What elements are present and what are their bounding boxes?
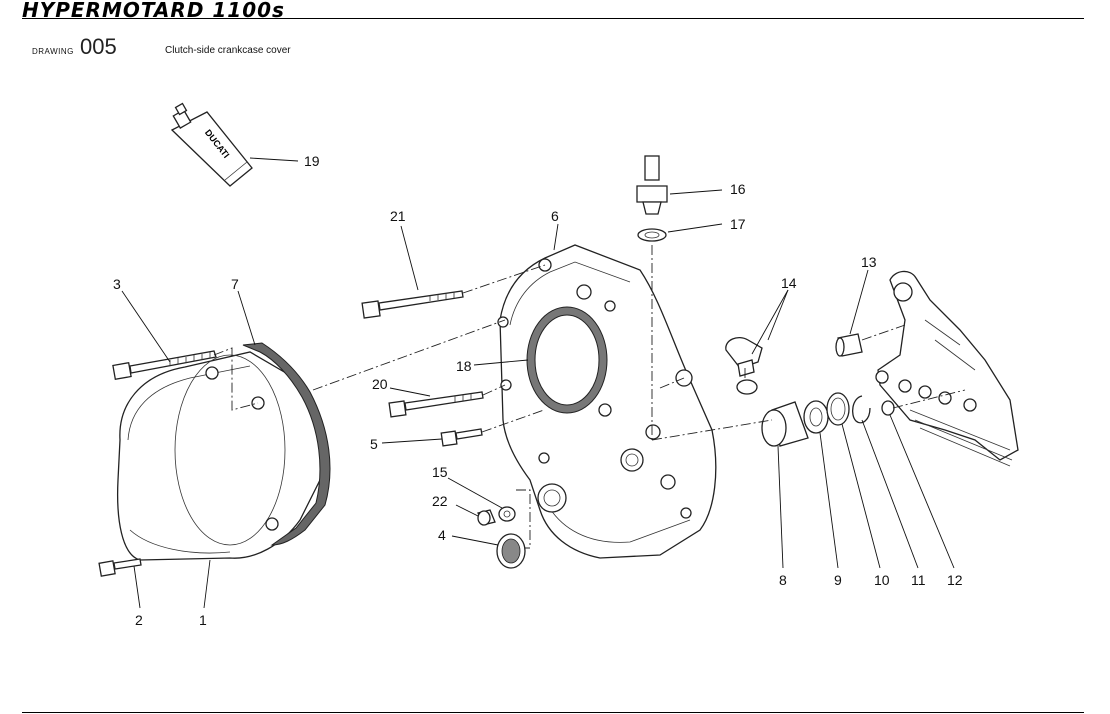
title-rule <box>22 18 1084 19</box>
circlip-11-part <box>851 395 871 424</box>
ring-10-part <box>826 392 850 426</box>
callout-10: 10 <box>874 572 890 588</box>
screw-22-part <box>477 509 496 526</box>
washer-15-part <box>498 506 516 522</box>
leader-lines <box>121 189 955 609</box>
grease-tube-part: DUCATI <box>170 102 253 187</box>
model-title: HYPERMOTARD 1100s <box>22 0 285 22</box>
callout-13: 13 <box>861 254 877 270</box>
plug-14-part <box>725 336 763 395</box>
oil-seal-part <box>526 306 608 414</box>
assembly-lines <box>213 245 966 549</box>
bolt-5-part <box>440 428 483 447</box>
screw-2-part <box>98 558 142 577</box>
crankcase-section-part <box>875 270 1019 467</box>
callout-21: 21 <box>390 208 406 224</box>
bolt-21-part <box>361 290 464 319</box>
seal-4-part <box>496 533 526 569</box>
callout-11: 11 <box>911 572 926 588</box>
washer-17-part <box>637 228 667 242</box>
callout-20: 20 <box>372 376 388 392</box>
callout-8: 8 <box>779 572 787 588</box>
bushing-8-part <box>761 401 809 447</box>
oring-12-part <box>881 400 895 416</box>
callout-17: 17 <box>730 216 746 232</box>
drawing-number: 005 <box>80 34 117 59</box>
callout-9: 9 <box>834 572 842 588</box>
screw-3-part <box>112 350 217 381</box>
drawing-description: Clutch-side crankcase cover <box>165 45 291 56</box>
gasket-part <box>242 342 331 546</box>
bottom-rule <box>22 712 1084 713</box>
callout-12: 12 <box>947 572 963 588</box>
callout-5: 5 <box>370 436 378 452</box>
callout-15: 15 <box>432 464 448 480</box>
crankcase-cover-part <box>497 244 717 559</box>
clutch-cover-part <box>116 351 324 561</box>
callout-19: 19 <box>304 153 320 169</box>
callout-6: 6 <box>551 208 559 224</box>
callout-18: 18 <box>456 358 472 374</box>
callout-3: 3 <box>113 276 121 292</box>
drawing-label: DRAWING <box>32 47 74 56</box>
callout-4: 4 <box>438 527 446 543</box>
bearing-9-part <box>803 400 829 434</box>
callout-16: 16 <box>730 181 746 197</box>
bolt-20-part <box>388 391 484 418</box>
sensor-16-part <box>636 155 668 215</box>
dowel-13-part <box>835 333 863 357</box>
callout-7: 7 <box>231 276 239 292</box>
callout-2: 2 <box>135 612 143 628</box>
callout-14: 14 <box>781 275 797 291</box>
callout-22: 22 <box>432 493 448 509</box>
callout-1: 1 <box>199 612 207 628</box>
